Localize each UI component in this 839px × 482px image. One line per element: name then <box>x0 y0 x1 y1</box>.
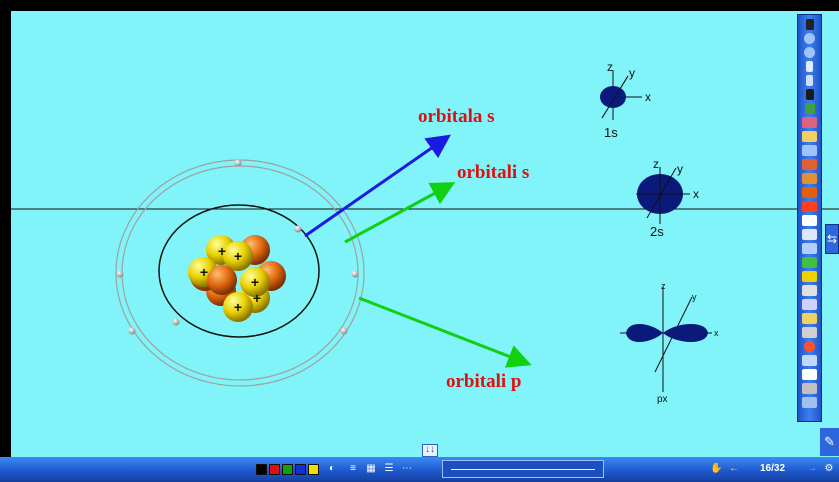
page-icon[interactable] <box>802 229 817 240</box>
save-icon[interactable] <box>802 299 817 310</box>
svg-text:+: + <box>253 290 261 306</box>
electron <box>128 327 136 335</box>
svg-text:y: y <box>629 66 635 80</box>
new-page-icon[interactable] <box>802 215 817 226</box>
label-orbitali-p: orbitali p <box>446 371 522 392</box>
svg-text:+: + <box>234 299 242 315</box>
zoom-in-icon[interactable] <box>804 47 815 58</box>
electron <box>351 270 359 278</box>
arrow-to-orbitali-s <box>344 182 456 244</box>
orbital-2s-diagram: z y x 2s <box>636 157 699 239</box>
highlighter-icon[interactable] <box>802 117 817 128</box>
shapes-icon[interactable] <box>802 159 817 170</box>
svg-text:x: x <box>714 328 719 338</box>
collapse-bar-button[interactable]: ↓↓ <box>422 444 438 457</box>
tools-toolbar <box>797 14 822 422</box>
line-width-icon[interactable]: ≡ <box>350 463 356 474</box>
electron <box>116 270 124 278</box>
svg-text:z: z <box>661 281 666 291</box>
help-icon[interactable] <box>802 397 817 408</box>
svg-text:+: + <box>234 248 242 264</box>
text-icon[interactable] <box>802 187 817 198</box>
mouse-icon[interactable] <box>806 61 813 72</box>
arrow-to-orbitala-s <box>304 134 451 238</box>
trash-icon[interactable] <box>806 19 814 30</box>
svg-text:+: + <box>251 274 259 290</box>
record-icon[interactable] <box>802 355 817 366</box>
line-icon[interactable] <box>802 145 817 156</box>
open-icon[interactable] <box>802 313 817 324</box>
copy-icon[interactable] <box>802 369 817 380</box>
close-icon[interactable] <box>802 201 817 212</box>
color-swatch-blue[interactable] <box>295 464 306 475</box>
settings-icon[interactable] <box>802 383 817 394</box>
keyboard-icon[interactable] <box>802 285 817 296</box>
fill-icon[interactable] <box>802 173 817 184</box>
toolbar-toggle-tab[interactable]: ⇆ <box>825 224 839 254</box>
svg-text:+: + <box>200 264 208 280</box>
color-swatch-green[interactable] <box>282 464 293 475</box>
svg-text:y: y <box>692 292 697 302</box>
stop-icon[interactable] <box>804 341 815 352</box>
svg-text:z: z <box>607 60 613 74</box>
svg-text:x: x <box>693 187 699 201</box>
app-icon[interactable]: ✎ <box>820 428 839 456</box>
svg-text:x: x <box>645 90 651 104</box>
orbital-px-diagram: z y x px <box>620 281 719 405</box>
nucleus: + + + + + + <box>188 235 286 322</box>
palette-icon[interactable]: ◐ <box>328 463 336 474</box>
atom-diagram: + + + + + + <box>115 159 365 387</box>
electron <box>294 225 302 233</box>
svg-text:y: y <box>677 162 683 176</box>
previous-page-button[interactable]: ← <box>729 463 739 474</box>
pen-icon[interactable] <box>805 103 815 114</box>
electron <box>234 159 242 167</box>
back-arrow-icon[interactable] <box>802 257 817 268</box>
svg-text:+: + <box>218 243 226 259</box>
color-swatch-red[interactable] <box>269 464 280 475</box>
bottom-toolbar: ◐ ≡ ▦ ☰ ⋯ ✋ ← 16/32 → ⚙ <box>0 457 839 482</box>
svg-text:px: px <box>657 394 668 405</box>
select-icon[interactable] <box>806 89 814 100</box>
svg-text:2s: 2s <box>650 224 664 239</box>
dashed-line-icon[interactable]: ⋯ <box>402 463 412 474</box>
color-swatch-black[interactable] <box>256 464 267 475</box>
arrow-to-orbitali-p <box>358 296 532 368</box>
label-orbitala-s: orbitala s <box>418 106 495 127</box>
orbital-1s-diagram: z y x 1s <box>600 60 651 140</box>
svg-text:1s: 1s <box>604 125 618 140</box>
label-orbitali-s: orbitali s <box>457 162 530 183</box>
svg-text:z: z <box>653 157 659 171</box>
forward-arrow-icon[interactable] <box>802 271 817 282</box>
zoom-out-icon[interactable] <box>804 33 815 44</box>
hand-icon[interactable]: ✋ <box>710 463 723 474</box>
pointer-icon[interactable] <box>806 75 813 86</box>
next-page-button[interactable]: → <box>807 463 817 474</box>
color-swatch-yellow[interactable] <box>308 464 319 475</box>
electron <box>172 318 180 326</box>
slide-background <box>11 11 839 457</box>
transparency-icon[interactable]: ▦ <box>366 463 376 474</box>
electron <box>340 327 348 335</box>
eraser-icon[interactable] <box>802 131 817 142</box>
page-counter: 16/32 <box>760 463 786 474</box>
line-style-selector[interactable] <box>442 460 604 478</box>
extra-icon[interactable]: ⚙ <box>824 463 834 474</box>
screen-capture-icon[interactable] <box>802 243 817 254</box>
print-icon[interactable] <box>802 327 817 338</box>
line-style-icon[interactable]: ☰ <box>384 463 394 474</box>
